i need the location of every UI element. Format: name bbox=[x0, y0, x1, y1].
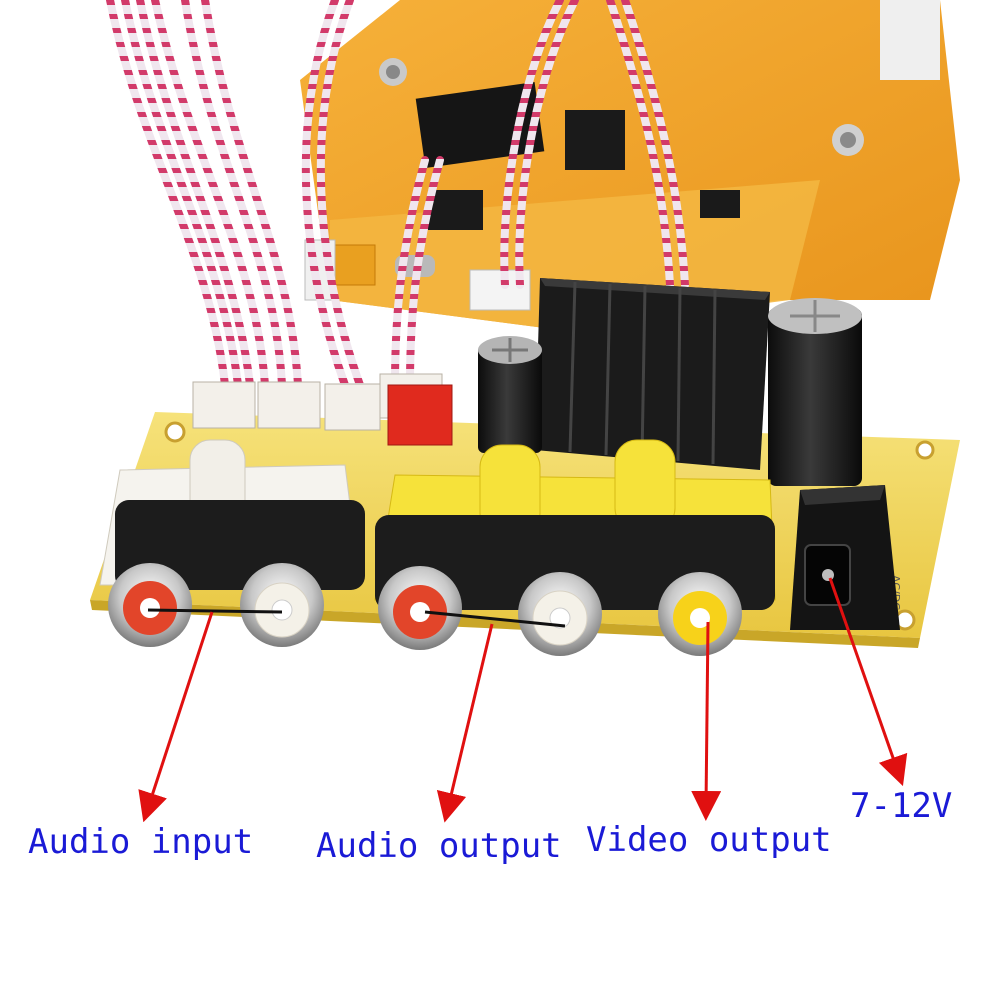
rca-audio-input-right bbox=[240, 563, 324, 647]
audio-input-pair-line bbox=[147, 608, 283, 614]
video-output-arrow bbox=[691, 621, 722, 821]
audio-output-arrow bbox=[436, 623, 494, 823]
heatsink bbox=[535, 278, 770, 470]
rca-audio-input-left bbox=[108, 563, 192, 647]
wire-connectors bbox=[192, 373, 453, 446]
audio-output-pair-line bbox=[424, 610, 566, 628]
video-output-label: Video output bbox=[586, 820, 832, 860]
ribbon-cables bbox=[106, 0, 689, 389]
capacitor-small bbox=[478, 336, 542, 453]
rca-video-output bbox=[658, 572, 742, 656]
rca-audio-output-left bbox=[378, 566, 462, 650]
dc-power-jack bbox=[790, 485, 900, 630]
audio-input-label: Audio input bbox=[28, 822, 254, 862]
voltage-label: 7-12V bbox=[850, 786, 953, 826]
voltage-arrow bbox=[828, 577, 908, 787]
capacitor-large bbox=[768, 298, 862, 486]
audio-output-label: Audio output bbox=[316, 826, 562, 866]
white-rca-block bbox=[99, 439, 365, 590]
yellow-rca-block bbox=[374, 439, 776, 610]
audio-input-arrow bbox=[138, 611, 214, 823]
rca-audio-output-right bbox=[518, 572, 602, 656]
